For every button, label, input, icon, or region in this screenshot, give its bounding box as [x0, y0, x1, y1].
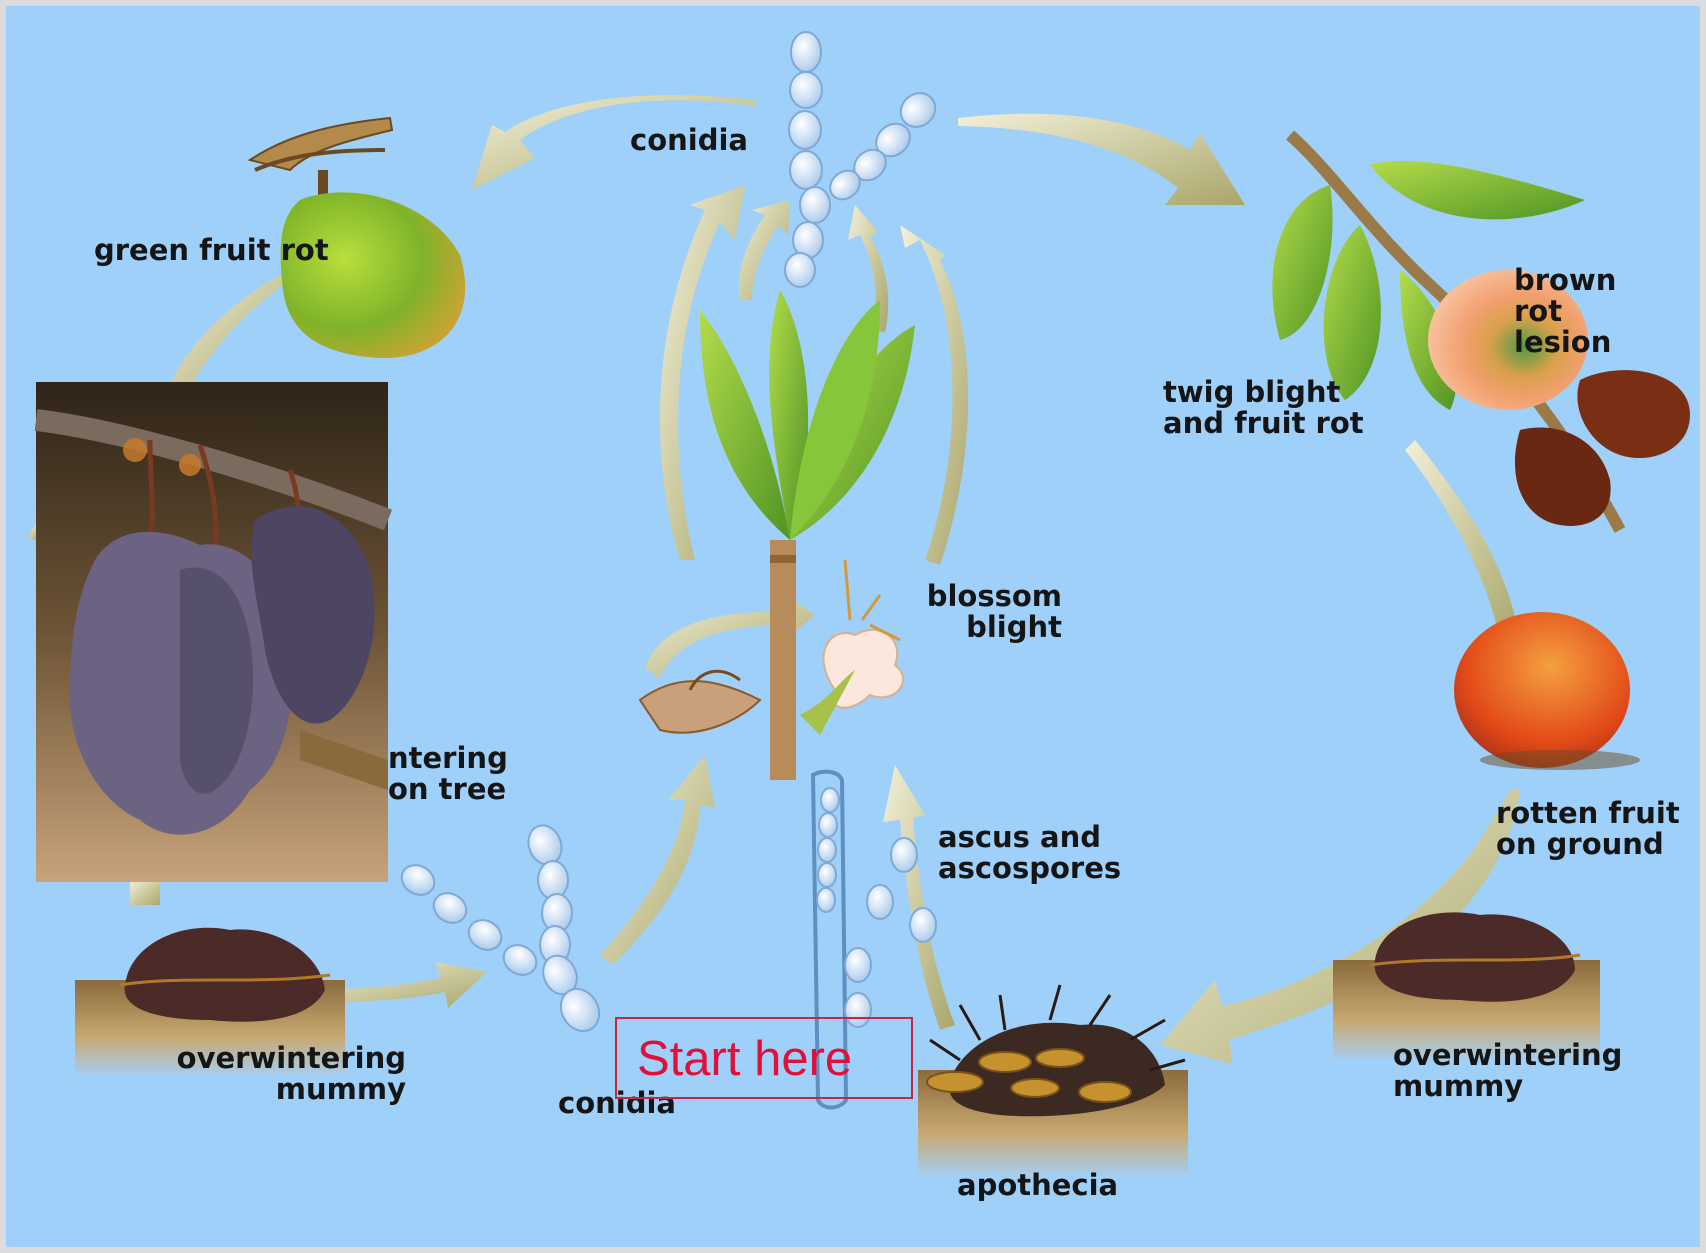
- label-overwintering-mummy-left: overwintering mummy: [170, 1043, 406, 1105]
- label-apothecia: apothecia: [957, 1170, 1118, 1201]
- start-here-text: Start here: [637, 1032, 852, 1086]
- label-ascus-ascospores: ascus and ascospores: [938, 822, 1121, 884]
- label-blossom-blight: blossom blight: [880, 581, 1062, 643]
- mummified-fruit-photo: [36, 382, 388, 882]
- rotten-fruit-illustration: [1454, 612, 1630, 768]
- label-green-fruit-rot: green fruit rot: [94, 235, 329, 266]
- label-twig-blight-fruit-rot: twig blight and fruit rot: [1163, 377, 1364, 439]
- label-rotten-fruit-on-ground: rotten fruit on ground: [1496, 798, 1680, 860]
- start-here-callout: Start here: [615, 1017, 913, 1099]
- label-conidia-top: conidia: [630, 125, 748, 156]
- label-brown-rot-lesion: brown rot lesion: [1514, 265, 1616, 358]
- label-overwintering-mummy-right: overwintering mummy: [1393, 1040, 1622, 1102]
- label-overwintering-on-tree: ntering on tree: [388, 743, 508, 805]
